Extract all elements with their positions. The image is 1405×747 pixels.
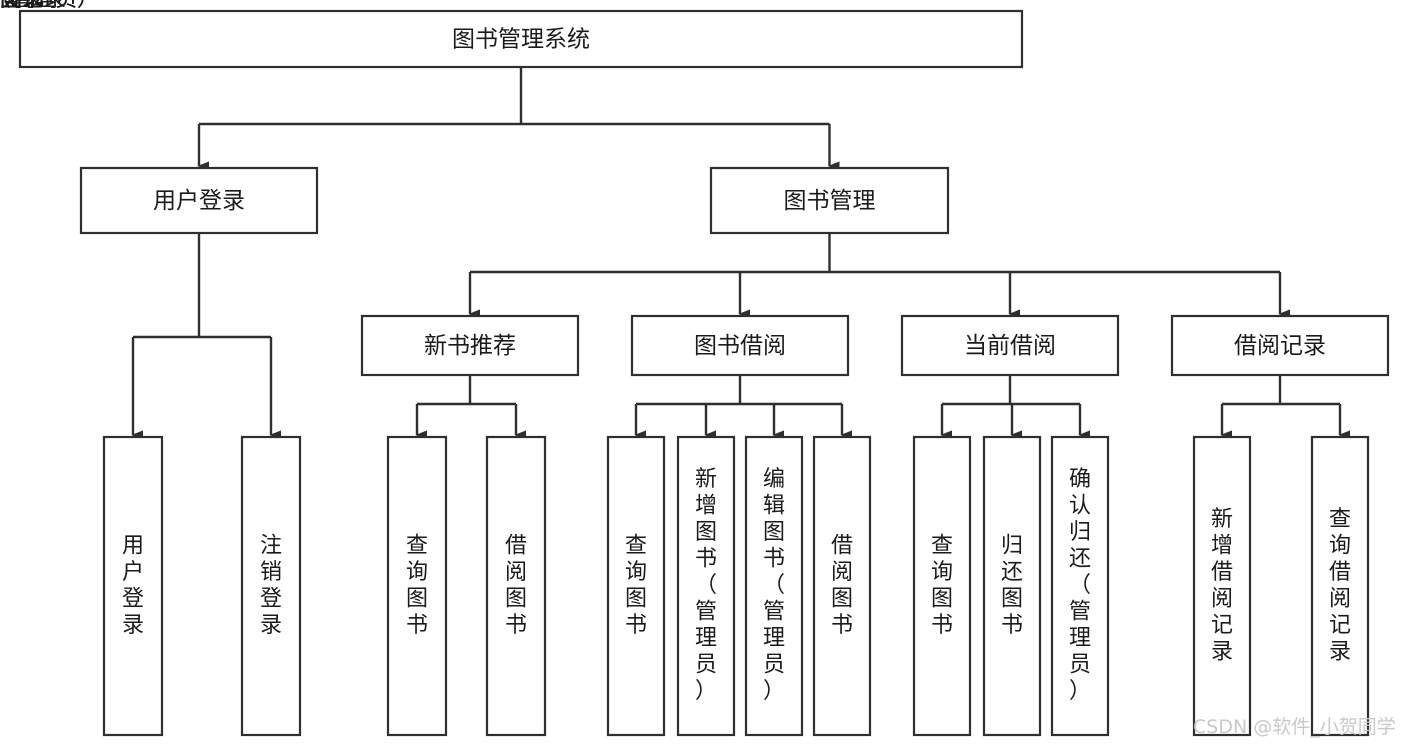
node-user-login-label: 用户登录 (153, 188, 245, 214)
node-book-borrow-rect[interactable] (630, 314, 850, 377)
node-new-book-recommend-label: 新书推荐 (424, 333, 516, 359)
connector-root-to-level2 (197, 67, 840, 171)
node-current-borrow-rect[interactable] (900, 314, 1120, 377)
node-leaf-add-borrow-record-rect[interactable] (1192, 435, 1252, 737)
node-root-rect[interactable] (18, 9, 1024, 69)
connector-book-borrow-to-leaves (634, 375, 852, 440)
node-leaf-user-login-label: 用户登录用户登录 (0, 0, 144, 638)
node-current-borrow[interactable]: 当前借阅 (900, 314, 1120, 377)
node-new-book-recommend[interactable]: 新书推荐 (360, 314, 580, 377)
node-book-management[interactable]: 图书管理 (709, 166, 950, 235)
node-leaf-add-book-admin-rect[interactable] (676, 435, 736, 737)
node-current-borrow-label: 当前借阅 (964, 333, 1056, 359)
node-book-borrow[interactable]: 图书借阅 (630, 314, 850, 377)
node-leaf-borrow-book-new-rect[interactable] (485, 435, 547, 737)
connector-book-management-to-level3 (468, 233, 1290, 319)
node-new-book-recommend-rect[interactable] (360, 314, 580, 377)
node-leaf-user-login-rect[interactable] (102, 435, 164, 737)
node-leaf-query-book-new-rect[interactable] (386, 435, 448, 737)
csdn-watermark: CSDN @软件_小贺同学 (1193, 716, 1396, 738)
connector-new-book-recommend-to-leaves (415, 375, 526, 440)
connector-borrow-records-to-leaves (1220, 375, 1350, 440)
node-borrow-records-rect[interactable] (1170, 314, 1390, 377)
node-leaf-user-login[interactable]: 用户登录用户登录 (0, 0, 164, 737)
node-leaf-borrow-book-rect[interactable] (812, 435, 872, 737)
node-root-label: 图书管理系统 (452, 27, 590, 53)
node-leaf-query-borrow-record-rect[interactable] (1310, 435, 1370, 737)
node-book-management-rect[interactable] (709, 166, 950, 235)
node-leaf-confirm-return-admin-rect[interactable] (1050, 435, 1110, 737)
connector-layer (131, 67, 1350, 440)
node-book-borrow-label: 图书借阅 (694, 333, 786, 359)
node-leaf-query-book-borrow-rect[interactable] (606, 435, 666, 737)
node-leaf-return-book-rect[interactable] (982, 435, 1042, 737)
node-layer: 图书管理系统用户登录图书管理新书推荐图书借阅当前借阅借阅记录用户登录用户登录注销… (0, 0, 1390, 737)
node-user-login[interactable]: 用户登录 (79, 166, 319, 235)
node-book-management-label: 图书管理 (784, 188, 876, 214)
node-leaf-logout-rect[interactable] (240, 435, 302, 737)
connector-current-borrow-to-leaves (940, 375, 1090, 440)
node-user-login-rect[interactable] (79, 166, 319, 235)
node-leaf-query-book-current-rect[interactable] (912, 435, 972, 737)
node-borrow-records-label: 借阅记录 (1234, 333, 1326, 359)
node-root[interactable]: 图书管理系统 (18, 9, 1024, 69)
node-leaf-edit-book-admin-rect[interactable] (744, 435, 804, 737)
node-borrow-records[interactable]: 借阅记录 (1170, 314, 1390, 377)
connector-user-login-to-leaves (131, 233, 281, 440)
